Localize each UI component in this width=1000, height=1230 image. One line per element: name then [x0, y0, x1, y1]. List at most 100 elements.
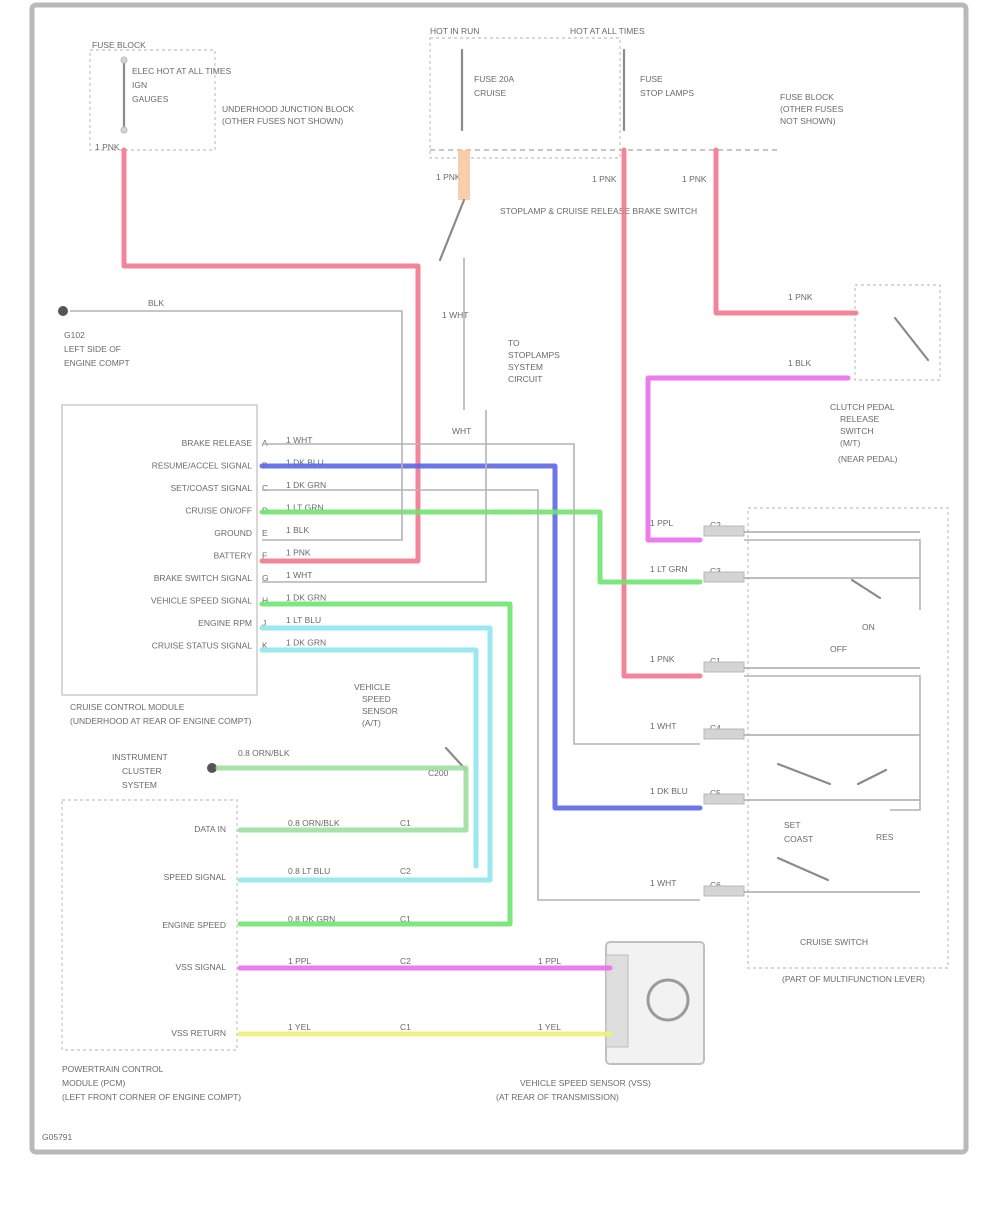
- wire-stoplamp-to-clutch: [713, 147, 859, 316]
- cruise-pin-label: VEHICLE SPEED SIGNAL: [151, 596, 252, 606]
- instrument-cluster-connector: [207, 763, 217, 773]
- stoplamps-line-1: TO: [508, 338, 520, 348]
- clutch-switch: 1 PNK 1 BLK CLUTCH PEDAL RELEASE SWITCH …: [788, 284, 941, 464]
- cruise-switch-res: [856, 768, 888, 786]
- pcm-title-2: MODULE (PCM): [62, 1078, 125, 1088]
- instrument-line-2: CLUSTER: [122, 766, 162, 776]
- cruise-pin-label: CRUISE STATUS SIGNAL: [152, 641, 253, 651]
- wire-cruise-on: [259, 509, 703, 585]
- wire-resume: [259, 463, 703, 811]
- instrument-cluster: INSTRUMENT CLUSTER SYSTEM 0.8 ORN/BLK: [112, 748, 290, 790]
- hot-in-run-title: HOT IN RUN: [430, 26, 479, 36]
- cruise-pin-label: BATTERY: [214, 551, 253, 561]
- cruise-switch-onoff: [850, 578, 882, 600]
- pcm-pin-label: SPEED SIGNAL: [164, 872, 227, 882]
- pcm-title-3: (LEFT FRONT CORNER OF ENGINE COMPT): [62, 1092, 241, 1102]
- cruise-pin-label: ENGINE RPM: [198, 618, 252, 628]
- cruise-switch-row-code: C4: [710, 723, 721, 733]
- pcm-pin-code: C1: [400, 914, 411, 924]
- brake-switch-wire: 1 WHT: [442, 310, 468, 320]
- cruise-pin-wire: 1 BLK: [286, 525, 309, 535]
- cruise-switch-terminal: [703, 661, 745, 673]
- cruise-module-box: [61, 404, 258, 696]
- vehicle-speed-sensor: 1 PPL 1 YEL VEHICLE SPEED SENSOR (VSS) (…: [496, 941, 705, 1102]
- ground-left-note-1: LEFT SIDE OF: [64, 344, 121, 354]
- instrument-wire: 0.8 ORN/BLK: [238, 748, 290, 758]
- brake-switch-body: [458, 150, 470, 200]
- stoplamps-line-2: STOPLAMPS: [508, 350, 560, 360]
- clutch-switch-box: [854, 284, 941, 381]
- wires: [70, 147, 921, 1037]
- ground-left-wire: BLK: [148, 298, 164, 308]
- clutch-note-5: (NEAR PEDAL): [838, 454, 898, 464]
- stoplamp-fuse-note-1: FUSE BLOCK: [780, 92, 834, 102]
- cruise-pin-id: J: [262, 618, 266, 628]
- cruise-switch-res-label: RES: [876, 832, 894, 842]
- pcm-title-1: POWERTRAIN CONTROL: [62, 1064, 164, 1074]
- stoplamps-wire: WHT: [452, 426, 471, 436]
- wire-cruise-status: [259, 647, 479, 869]
- stoplamp-fuse-note-2: (OTHER FUSES: [780, 104, 844, 114]
- speed-switch-line-1: VEHICLE: [354, 682, 391, 692]
- cruise-switch-row-wire: 1 PNK: [650, 654, 675, 664]
- speed-switch-code: C200: [428, 768, 449, 778]
- pcm-pin-code: C1: [400, 818, 411, 828]
- cruise-switch-terminal: [703, 525, 745, 537]
- vss-label-1: VEHICLE SPEED SENSOR (VSS): [520, 1078, 651, 1088]
- vss-sensor-icon: [646, 978, 690, 1022]
- wire-speed-signal: [237, 625, 493, 883]
- cruise-pin-label: GROUND: [214, 528, 252, 538]
- cruise-switch-on: ON: [862, 622, 875, 632]
- fuse-block-note-1: UNDERHOOD JUNCTION BLOCK: [222, 104, 355, 114]
- cruise-pin-label: CRUISE ON/OFF: [185, 506, 252, 516]
- cruise-pin-id: C: [262, 483, 268, 493]
- instrument-line-3: SYSTEM: [122, 780, 157, 790]
- fuse-block-box: [89, 49, 216, 151]
- cruise-switch-row-code: C3: [710, 566, 721, 576]
- wire-clutch-to-switch: [645, 375, 851, 543]
- wire-brake-release: [262, 443, 700, 745]
- fuse-block-line-1: ELEC HOT AT ALL TIMES: [132, 66, 232, 76]
- pcm-pin-label: DATA IN: [194, 824, 226, 834]
- cruise-switch-off: OFF: [830, 644, 847, 654]
- cruise-switch-set-1: SET: [784, 820, 801, 830]
- cruise-switch-row-wire: 1 WHT: [650, 721, 676, 731]
- cruise-switch-row-wire: 1 LT GRN: [650, 564, 687, 574]
- cruise-pin-id: K: [262, 641, 268, 651]
- ground-symbol: [58, 306, 68, 316]
- clutch-switch-contact: [893, 316, 930, 362]
- cruise-pin-label: BRAKE RELEASE: [182, 438, 253, 448]
- cruise-pin-id: E: [262, 528, 268, 538]
- clutch-note-4: (M/T): [840, 438, 860, 448]
- wire-switch-onoff: [744, 539, 921, 610]
- hot-in-run-wire: 1 PNK: [436, 172, 461, 182]
- hot-in-run-fuse: HOT IN RUN FUSE 20A CRUISE 1 PNK: [429, 26, 621, 182]
- figure-id: G05791: [42, 1132, 73, 1142]
- speed-switch-line-2: SPEED: [362, 694, 391, 704]
- pcm-pin-code: C2: [400, 956, 411, 966]
- cruise-pin-wire: 1 WHT: [286, 570, 312, 580]
- wire-stoplamp-to-switch: [621, 147, 703, 679]
- cruise-pin-wire: 1 DK GRN: [286, 638, 326, 648]
- stoplamp-wire-2: 1 PNK: [682, 174, 707, 184]
- cruise-pin-wire: 1 LT GRN: [286, 503, 323, 513]
- cruise-switch-set-2: COAST: [784, 834, 813, 844]
- cruise-pin-wire: 1 DK GRN: [286, 593, 326, 603]
- fuse-block-line-2: IGN: [132, 80, 147, 90]
- speed-switch-line-4: (A/T): [362, 718, 381, 728]
- clutch-switch-wire-b: 1 BLK: [788, 358, 811, 368]
- clutch-note-2: RELEASE: [840, 414, 880, 424]
- cruise-pin-id: H: [262, 596, 268, 606]
- cruise-switch-row-wire: 1 DK BLU: [650, 786, 688, 796]
- cruise-switch-terminal: [703, 571, 745, 583]
- stoplamps-circuit: TO STOPLAMPS SYSTEM CIRCUIT WHT: [452, 338, 560, 436]
- cruise-switch-coast: [776, 856, 830, 882]
- cruise-pin-wire: 1 LT BLU: [286, 615, 321, 625]
- cruise-switch-row-wire: 1 PPL: [650, 518, 673, 528]
- cruise-pin-wire: 1 DK BLU: [286, 458, 324, 468]
- vss-connector: [605, 954, 629, 1048]
